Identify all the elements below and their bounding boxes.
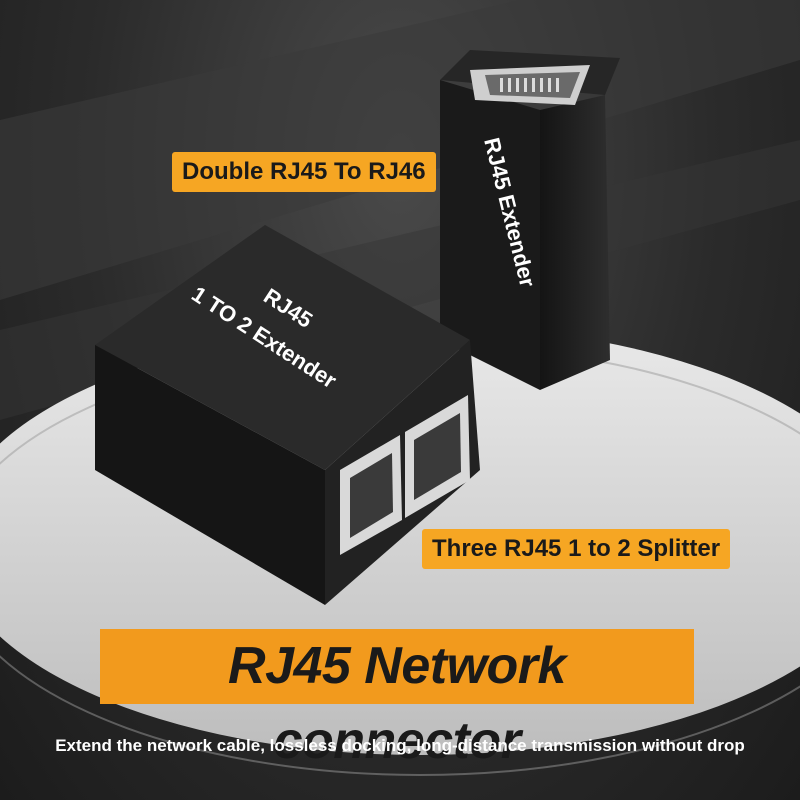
subtitle-text: Extend the network cable, lossless docki… <box>55 736 745 755</box>
banner-title: RJ45 Network connector <box>228 637 566 770</box>
rj45-extender-product <box>440 50 620 390</box>
label-splitter: Three RJ45 1 to 2 Splitter <box>422 529 731 569</box>
rj45-splitter-product <box>95 225 480 605</box>
title-banner: RJ45 Network connector <box>100 629 694 770</box>
label-double-rj45: Double RJ45 To RJ46 <box>172 152 436 192</box>
